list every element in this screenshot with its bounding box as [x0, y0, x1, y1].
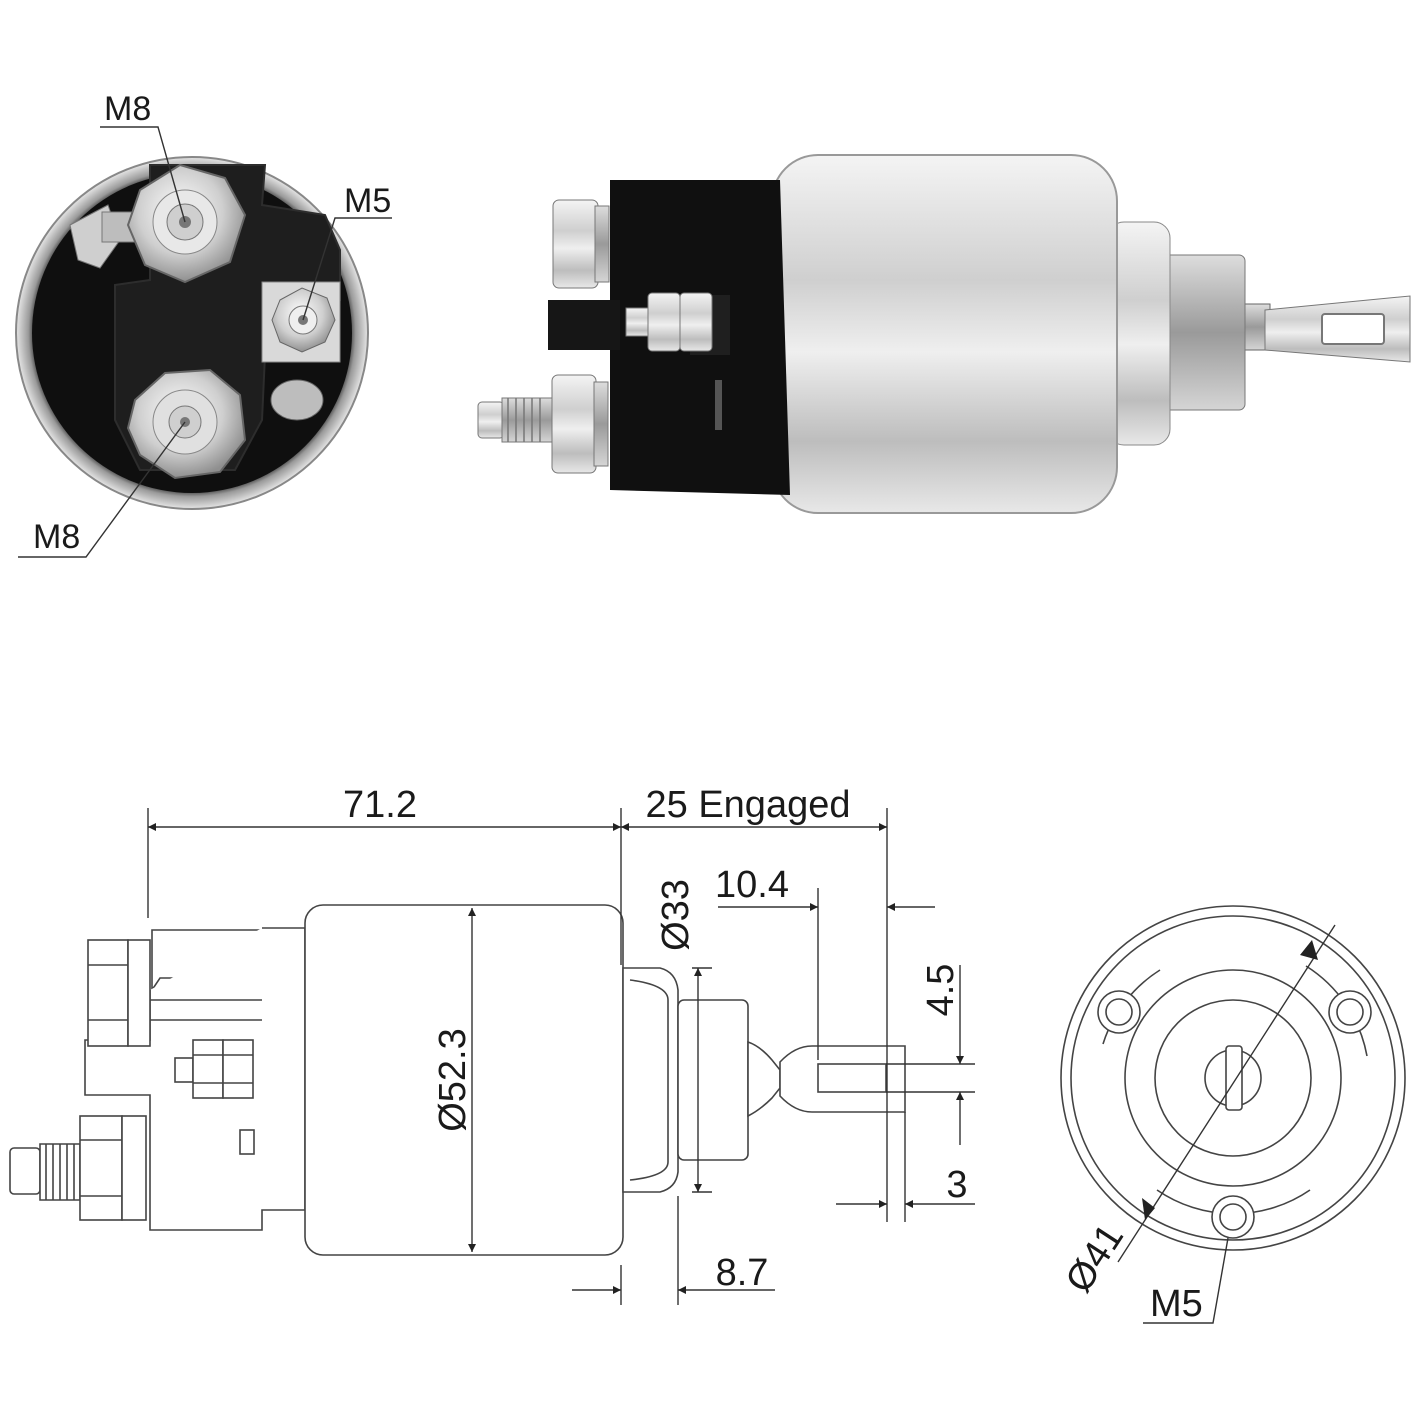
label-m5: M5	[344, 182, 391, 220]
dim-mount-thread: M5	[1150, 1283, 1203, 1325]
dim-plunger-diameter: Ø33	[655, 879, 697, 951]
leader-m5	[302, 217, 392, 321]
end-view-drawing: Ø41 M5	[1058, 905, 1406, 1325]
dim-flange-offset: 8.7	[716, 1252, 769, 1294]
top-m8-terminal-icon	[126, 163, 247, 284]
dim-body-diameter: Ø52.3	[432, 1028, 474, 1132]
drawing-bottom-nut-icon	[79, 1115, 123, 1221]
side-view-drawing	[9, 904, 906, 1256]
drawing-top-nut-icon	[87, 939, 129, 1047]
m5-terminal-icon	[261, 281, 341, 363]
dim-tab-thickness: 3	[946, 1164, 967, 1206]
dim-line-bolt-circle	[1117, 924, 1336, 1263]
dim-overall-length: 71.2	[343, 784, 417, 826]
mount-hole-left-icon	[1097, 990, 1141, 1034]
dim-tab-length: 10.4	[715, 864, 789, 906]
dim-slot-width: 4.5	[920, 964, 962, 1017]
leader-mount-thread	[1143, 1237, 1229, 1324]
side-top-nut-icon	[552, 199, 610, 289]
bottom-m8-terminal-icon	[126, 368, 247, 480]
label-bottom-m8: M8	[33, 518, 80, 556]
mount-hole-bottom-icon	[1211, 1195, 1255, 1239]
side-view-photo	[477, 154, 1411, 514]
leader-top-m8	[100, 126, 186, 223]
end-view-photo: M8 M5 M8	[15, 90, 392, 558]
mount-hole-right-icon	[1328, 990, 1372, 1034]
side-middle-nut-icon	[625, 292, 713, 352]
side-bottom-stud-icon	[477, 374, 609, 474]
dim-engaged-travel: 25 Engaged	[646, 784, 851, 826]
drawing-middle-nut-icon	[192, 1039, 224, 1099]
dimensions: 71.2 25 Engaged Ø52.3 Ø33 8.7 10.4 4.5 3	[147, 784, 975, 1305]
label-top-m8: M8	[104, 90, 151, 128]
leader-bottom-m8	[18, 421, 186, 558]
